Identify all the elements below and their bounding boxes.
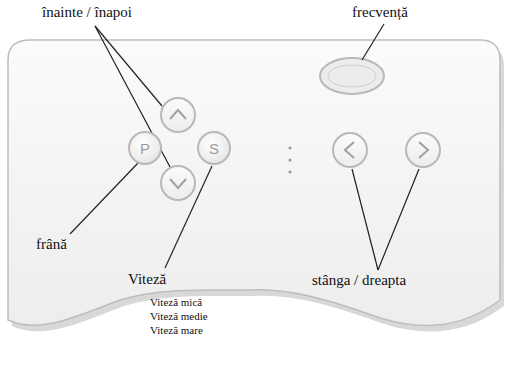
remote-body xyxy=(8,40,500,325)
button: P xyxy=(128,131,162,165)
speed-dots xyxy=(288,146,291,173)
frequency-oval-inner xyxy=(328,65,376,87)
part-label: Viteză medie xyxy=(150,310,208,322)
arrow-symbols xyxy=(170,110,428,188)
part-label: frână xyxy=(36,236,67,253)
part-label: Viteză xyxy=(128,271,166,288)
button: S xyxy=(197,131,231,165)
leader-lines xyxy=(70,24,419,270)
part-label: frecvență xyxy=(352,4,408,21)
button-letter: P xyxy=(140,140,150,157)
button-letter: S xyxy=(209,140,219,157)
frequency-oval xyxy=(320,58,384,94)
part-label: înainte / înapoi xyxy=(42,4,132,21)
part-label: Viteză mare xyxy=(150,324,203,336)
part-label: Viteză mică xyxy=(150,296,202,308)
part-label: stânga / dreapta xyxy=(312,272,406,289)
